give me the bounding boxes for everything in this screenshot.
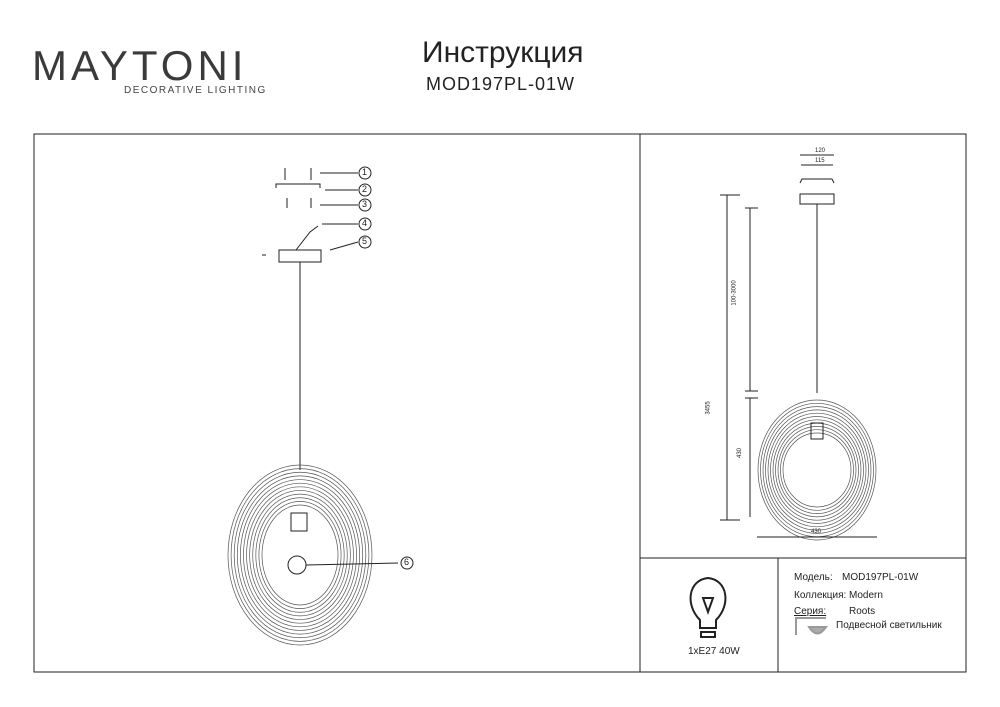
shade-ring: [227, 464, 373, 646]
callout-6: 6: [404, 557, 410, 567]
dim-cable: 100-3000: [731, 280, 738, 306]
dim-canopy-outer: 120: [815, 148, 826, 154]
fixture-type: Подвесной светильник: [836, 620, 942, 631]
brand-logo: MAYTONI: [32, 42, 248, 89]
callout-4: 4: [362, 218, 368, 228]
brand-tagline: DECORATIVE LIGHTING: [124, 85, 267, 96]
shade-ring: [230, 468, 370, 642]
shade-ring: [767, 412, 867, 528]
shade-ring: [233, 471, 367, 639]
callout-5: 5: [362, 236, 368, 246]
shade-ring: [246, 486, 354, 624]
dim-shade-height: 430: [737, 447, 744, 459]
shade-ring: [243, 482, 357, 628]
callout-3: 3: [362, 199, 368, 209]
shade-ring: [772, 419, 862, 521]
shade-ring: [770, 416, 864, 524]
shade-ring: [777, 426, 857, 514]
shade-ring: [780, 429, 854, 511]
shade-ring: [762, 406, 872, 534]
collection-label: Коллекция:: [794, 590, 847, 601]
dimension-drawing: [720, 154, 877, 541]
dim-canopy-inner: 115: [815, 158, 825, 164]
shade-ring: [775, 422, 859, 518]
page-title: Инструкция: [422, 36, 584, 69]
shade-ring: [255, 497, 345, 613]
shade-ring: [258, 501, 342, 609]
callout-2: 2: [362, 184, 368, 194]
dim-shade-width: 430: [811, 529, 822, 535]
shade-ring: [782, 432, 852, 508]
shade-ring: [249, 490, 351, 620]
bulb-icon: [689, 576, 727, 638]
shade-ring: [252, 493, 348, 617]
series-value: Roots: [849, 606, 876, 617]
callout-1: 1: [362, 167, 368, 177]
shade-ring: [757, 399, 877, 541]
shade-ring: [765, 409, 869, 531]
shade-ring: [261, 504, 339, 606]
model-value: MOD197PL-01W: [842, 572, 919, 583]
exploded-assembly: [227, 168, 399, 646]
collection-value: Modern: [849, 590, 883, 601]
dim-total: 3455: [705, 401, 712, 415]
shade-ring: [240, 479, 360, 631]
model-heading: MOD197PL-01W: [426, 74, 576, 94]
series-label: Серия:: [794, 606, 827, 617]
model-label: Модель:: [794, 572, 833, 583]
pendant-type-icon: [795, 617, 828, 635]
bulb-spec: 1xE27 40W: [688, 646, 740, 657]
shade-ring: [236, 475, 364, 635]
